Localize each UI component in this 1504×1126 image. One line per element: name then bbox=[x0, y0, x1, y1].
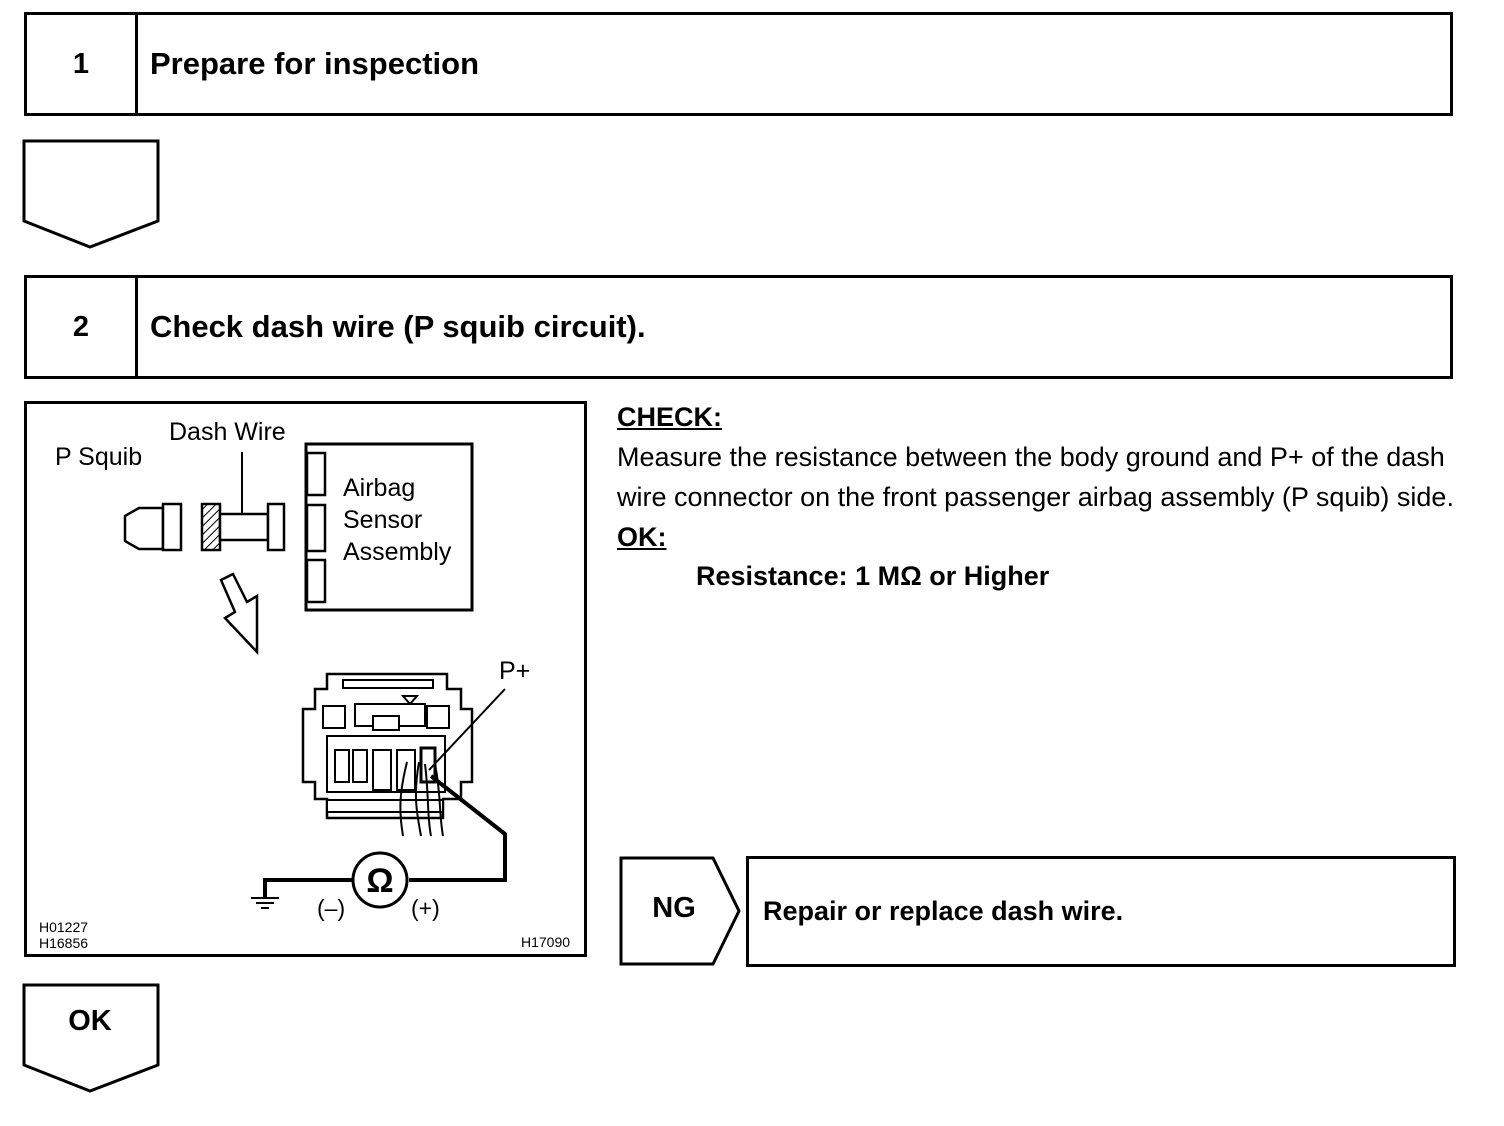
step-1-number: 1 bbox=[27, 15, 138, 113]
ok-label: OK bbox=[68, 1005, 112, 1037]
step-2-header: 2 Check dash wire (P squib circuit). bbox=[24, 275, 1453, 379]
ng-action-box: Repair or replace dash wire. bbox=[746, 856, 1456, 967]
pointer-arrow-icon bbox=[219, 572, 259, 656]
ohm-symbol: Ω bbox=[366, 862, 393, 900]
ok-heading: OK: bbox=[617, 522, 667, 552]
ng-action-text: Repair or replace dash wire. bbox=[763, 896, 1124, 926]
dash-wire-connector bbox=[200, 502, 286, 552]
connector-face bbox=[301, 672, 474, 820]
dash-wire-label: Dash Wire bbox=[169, 418, 286, 446]
connector-diagram: P Squib Dash Wire Airbag Sensor Assembly bbox=[24, 401, 587, 957]
plus-terminal-label: (+) bbox=[411, 895, 440, 921]
airbag-label-line2: Sensor bbox=[343, 506, 422, 534]
resistance-spec: Resistance: 1 MΩ or Higher bbox=[696, 561, 1050, 591]
down-arrow-icon bbox=[22, 983, 160, 1093]
step-1-header: 1 Prepare for inspection bbox=[24, 12, 1453, 116]
right-arrow-icon bbox=[619, 856, 741, 966]
step-1-title: Prepare for inspection bbox=[150, 46, 480, 81]
minus-terminal-label: (–) bbox=[317, 895, 345, 921]
ohmmeter: Ω bbox=[351, 851, 409, 909]
ok-arrow: OK bbox=[22, 983, 162, 1095]
airbag-sensor-assembly: Airbag Sensor Assembly bbox=[304, 442, 474, 612]
ng-tab: NG bbox=[619, 856, 743, 968]
step-2-title: Check dash wire (P squib circuit). bbox=[150, 309, 646, 344]
figure-code-2: H16856 bbox=[39, 935, 88, 951]
p-squib-connector bbox=[123, 502, 183, 552]
ng-label: NG bbox=[652, 892, 696, 924]
p-squib-label: P Squib bbox=[55, 443, 142, 471]
airbag-label-line3: Assembly bbox=[343, 538, 452, 566]
p-plus-label: P+ bbox=[499, 657, 530, 685]
connector-illustration: P Squib Dash Wire Airbag Sensor Assembly bbox=[39, 418, 570, 951]
step-2-number: 2 bbox=[27, 278, 138, 376]
check-heading: CHECK: bbox=[617, 402, 722, 432]
figure-code-1: H01227 bbox=[39, 919, 88, 935]
airbag-label-line1: Airbag bbox=[343, 474, 415, 502]
flow-arrow-1 bbox=[22, 139, 162, 251]
down-arrow-icon bbox=[22, 139, 160, 249]
check-body: Measure the resistance between the body … bbox=[617, 442, 1454, 512]
figure-code-3: H17090 bbox=[521, 934, 570, 950]
ground-icon bbox=[251, 897, 279, 909]
check-instructions: CHECK: Measure the resistance between th… bbox=[617, 397, 1467, 595]
